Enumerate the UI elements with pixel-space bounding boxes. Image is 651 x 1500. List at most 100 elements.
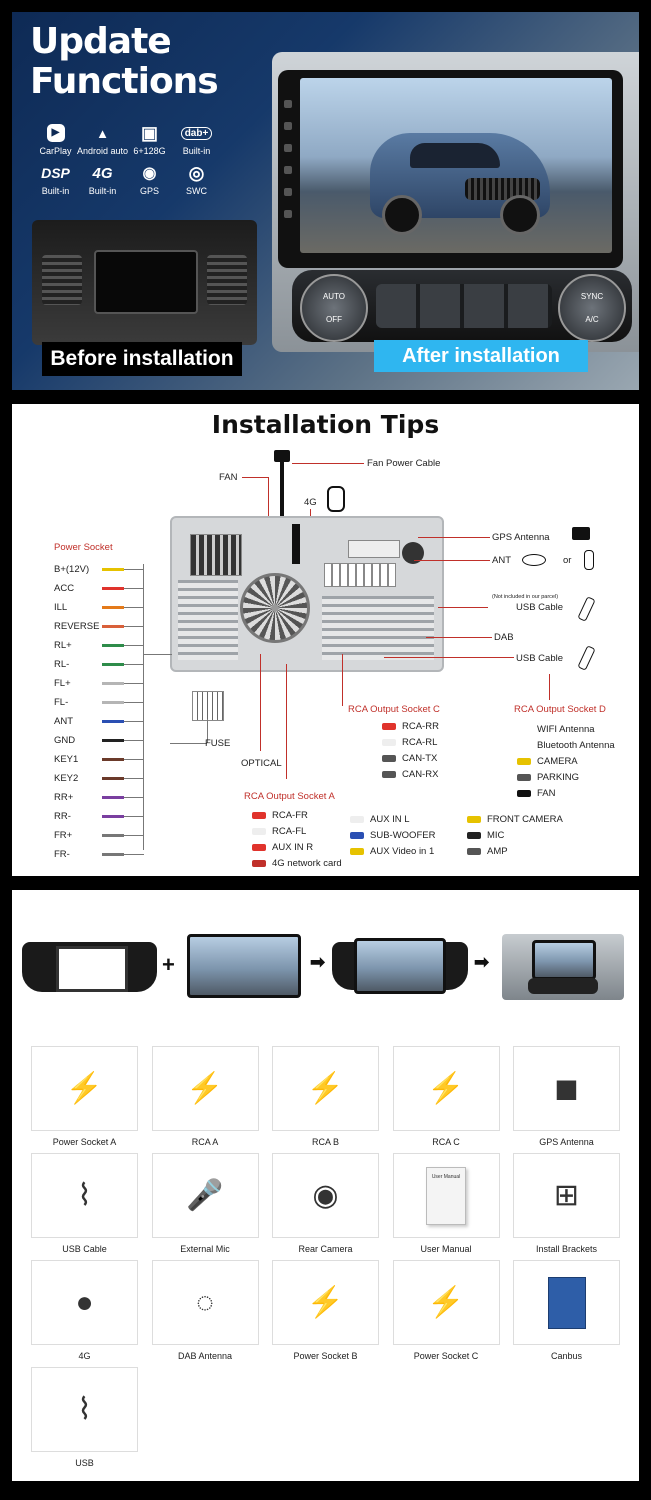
rcaa-label: RCA-FL (272, 825, 307, 837)
fan-connector (274, 450, 290, 462)
bracket-icon: ⊞ (553, 1179, 580, 1212)
package-item-image: ⚡ (392, 1260, 500, 1345)
cam-label: MIC (487, 829, 505, 841)
stereo-side-buttons (284, 100, 294, 218)
rcad-label: PARKING (537, 771, 580, 783)
feature-label: GPS (139, 186, 159, 196)
package-item: ◌DAB Antenna (151, 1260, 259, 1361)
cam-item: AMP (467, 843, 563, 859)
power-pin-row: RR- (54, 807, 144, 826)
feature-label: SWC (186, 186, 207, 196)
android-auto-icon: ▲ (96, 125, 109, 141)
package-item-image: ⚡ (151, 1046, 259, 1131)
fuse-label: FUSE (205, 738, 231, 749)
package-item-label: USB (75, 1458, 94, 1468)
power-pin-row: FL- (54, 693, 144, 712)
rcaa-item: AUX IN R (252, 839, 342, 855)
rcac-item: CAN-RX (382, 766, 439, 782)
cam-label: FRONT CAMERA (487, 813, 563, 825)
package-item: ⌇USB Cable (31, 1153, 138, 1254)
head-unit-rear (170, 516, 444, 672)
connector-plug-icon (382, 754, 396, 762)
usb-cable-label-1: USB Cable (516, 602, 563, 613)
connector-plug-icon (467, 847, 481, 855)
package-item-label: 4G (78, 1351, 91, 1361)
package-item-label: USB Cable (62, 1244, 107, 1254)
installation-tips-title: Installation Tips (211, 410, 440, 439)
cam-item: MIC (467, 827, 563, 843)
install-steps: + ➡ ➡ (20, 930, 632, 1010)
rcad-item: FAN (517, 785, 615, 801)
power-pin-wire (102, 796, 124, 799)
power-pin-row: RR+ (54, 788, 144, 807)
power-pin-row: GND (54, 731, 144, 750)
rcaa-label: RCA-FR (272, 809, 308, 821)
feature-label: Built-in (182, 146, 211, 156)
feature-label: Built-in (41, 186, 70, 196)
aux-label: SUB-WOOFER (370, 829, 436, 841)
rca-socket-connector (324, 563, 396, 587)
rca-socket-a-title: RCA Output Socket A (244, 791, 335, 802)
usb-cable-label-2: USB Cable (516, 653, 563, 664)
package-item: ⚡Power Socket C (392, 1260, 500, 1361)
power-pin-row: KEY1 (54, 750, 144, 769)
headline: Update Functions (30, 22, 219, 102)
manual-icon: User Manual (394, 1154, 499, 1237)
step-frame (22, 942, 157, 992)
package-item-image: ⚡ (392, 1046, 500, 1131)
package-item: ⌇USB (31, 1367, 138, 1468)
power-pin-label: FL- (54, 697, 69, 708)
package-item-image: ◌ (151, 1260, 259, 1345)
or-label: or (563, 555, 572, 566)
4g-antenna-icon: ● (75, 1285, 94, 1319)
power-socket-b-icon: ⚡ (306, 1286, 345, 1319)
package-item-label: Canbus (550, 1351, 583, 1361)
power-pin-label: KEY1 (54, 754, 79, 765)
feature-label: Android auto (76, 146, 129, 156)
chip-icon: ▣ (140, 122, 158, 143)
package-item-label: RCA C (432, 1137, 460, 1147)
carplay-icon: ▶ (46, 122, 65, 144)
power-pin-row: ILL (54, 598, 144, 617)
package-item-label: RCA A (191, 1137, 219, 1147)
connector-plug-icon (252, 811, 266, 819)
connector-plug-icon (252, 827, 266, 835)
gps-antenna-icon: ◼ (554, 1072, 579, 1105)
headline-line-2: Functions (30, 61, 219, 102)
package-item-image: User Manual (392, 1153, 500, 1238)
power-pin-label: RL- (54, 659, 70, 670)
rcaa-label: 4G network card (272, 857, 342, 869)
step-assembled (332, 938, 468, 994)
feature-gps: ◉GPS (126, 162, 173, 196)
rcad-item: Bluetooth Antenna (517, 737, 615, 753)
package-item: ● 4G (31, 1260, 138, 1361)
after-installation-label: After installation (374, 340, 588, 372)
power-pin-wire (102, 739, 124, 742)
feature-grid: ▶CarPlay ▲Android auto ▣6+128G dab+Built… (32, 122, 222, 196)
power-pin-label: ILL (54, 602, 68, 613)
microphone-icon: 🎤 (186, 1179, 224, 1212)
canbus-icon (514, 1261, 619, 1344)
fan-label: FAN (219, 472, 238, 483)
rcac-label: RCA-RR (402, 720, 439, 732)
rcad-label: FAN (537, 787, 556, 799)
power-pin-label: FR- (54, 849, 70, 860)
package-item-image: ⊞ (513, 1153, 620, 1238)
gps-port (402, 542, 424, 564)
feature-label: 6+128G (133, 146, 166, 156)
stereo-screen (300, 78, 612, 253)
power-pin-wire (102, 625, 124, 628)
dab-icon: dab+ (180, 122, 213, 144)
package-item-label: Power Socket A (52, 1137, 117, 1147)
rcad-label: Bluetooth Antenna (537, 739, 615, 751)
package-item-label: RCA B (311, 1137, 339, 1147)
dab-antenna-icon: ◌ (196, 1285, 214, 1319)
rcad-label: WIFI Antenna (537, 723, 595, 735)
package-item-image: ◉ (272, 1153, 379, 1238)
power-pin-label: FR+ (54, 830, 73, 841)
